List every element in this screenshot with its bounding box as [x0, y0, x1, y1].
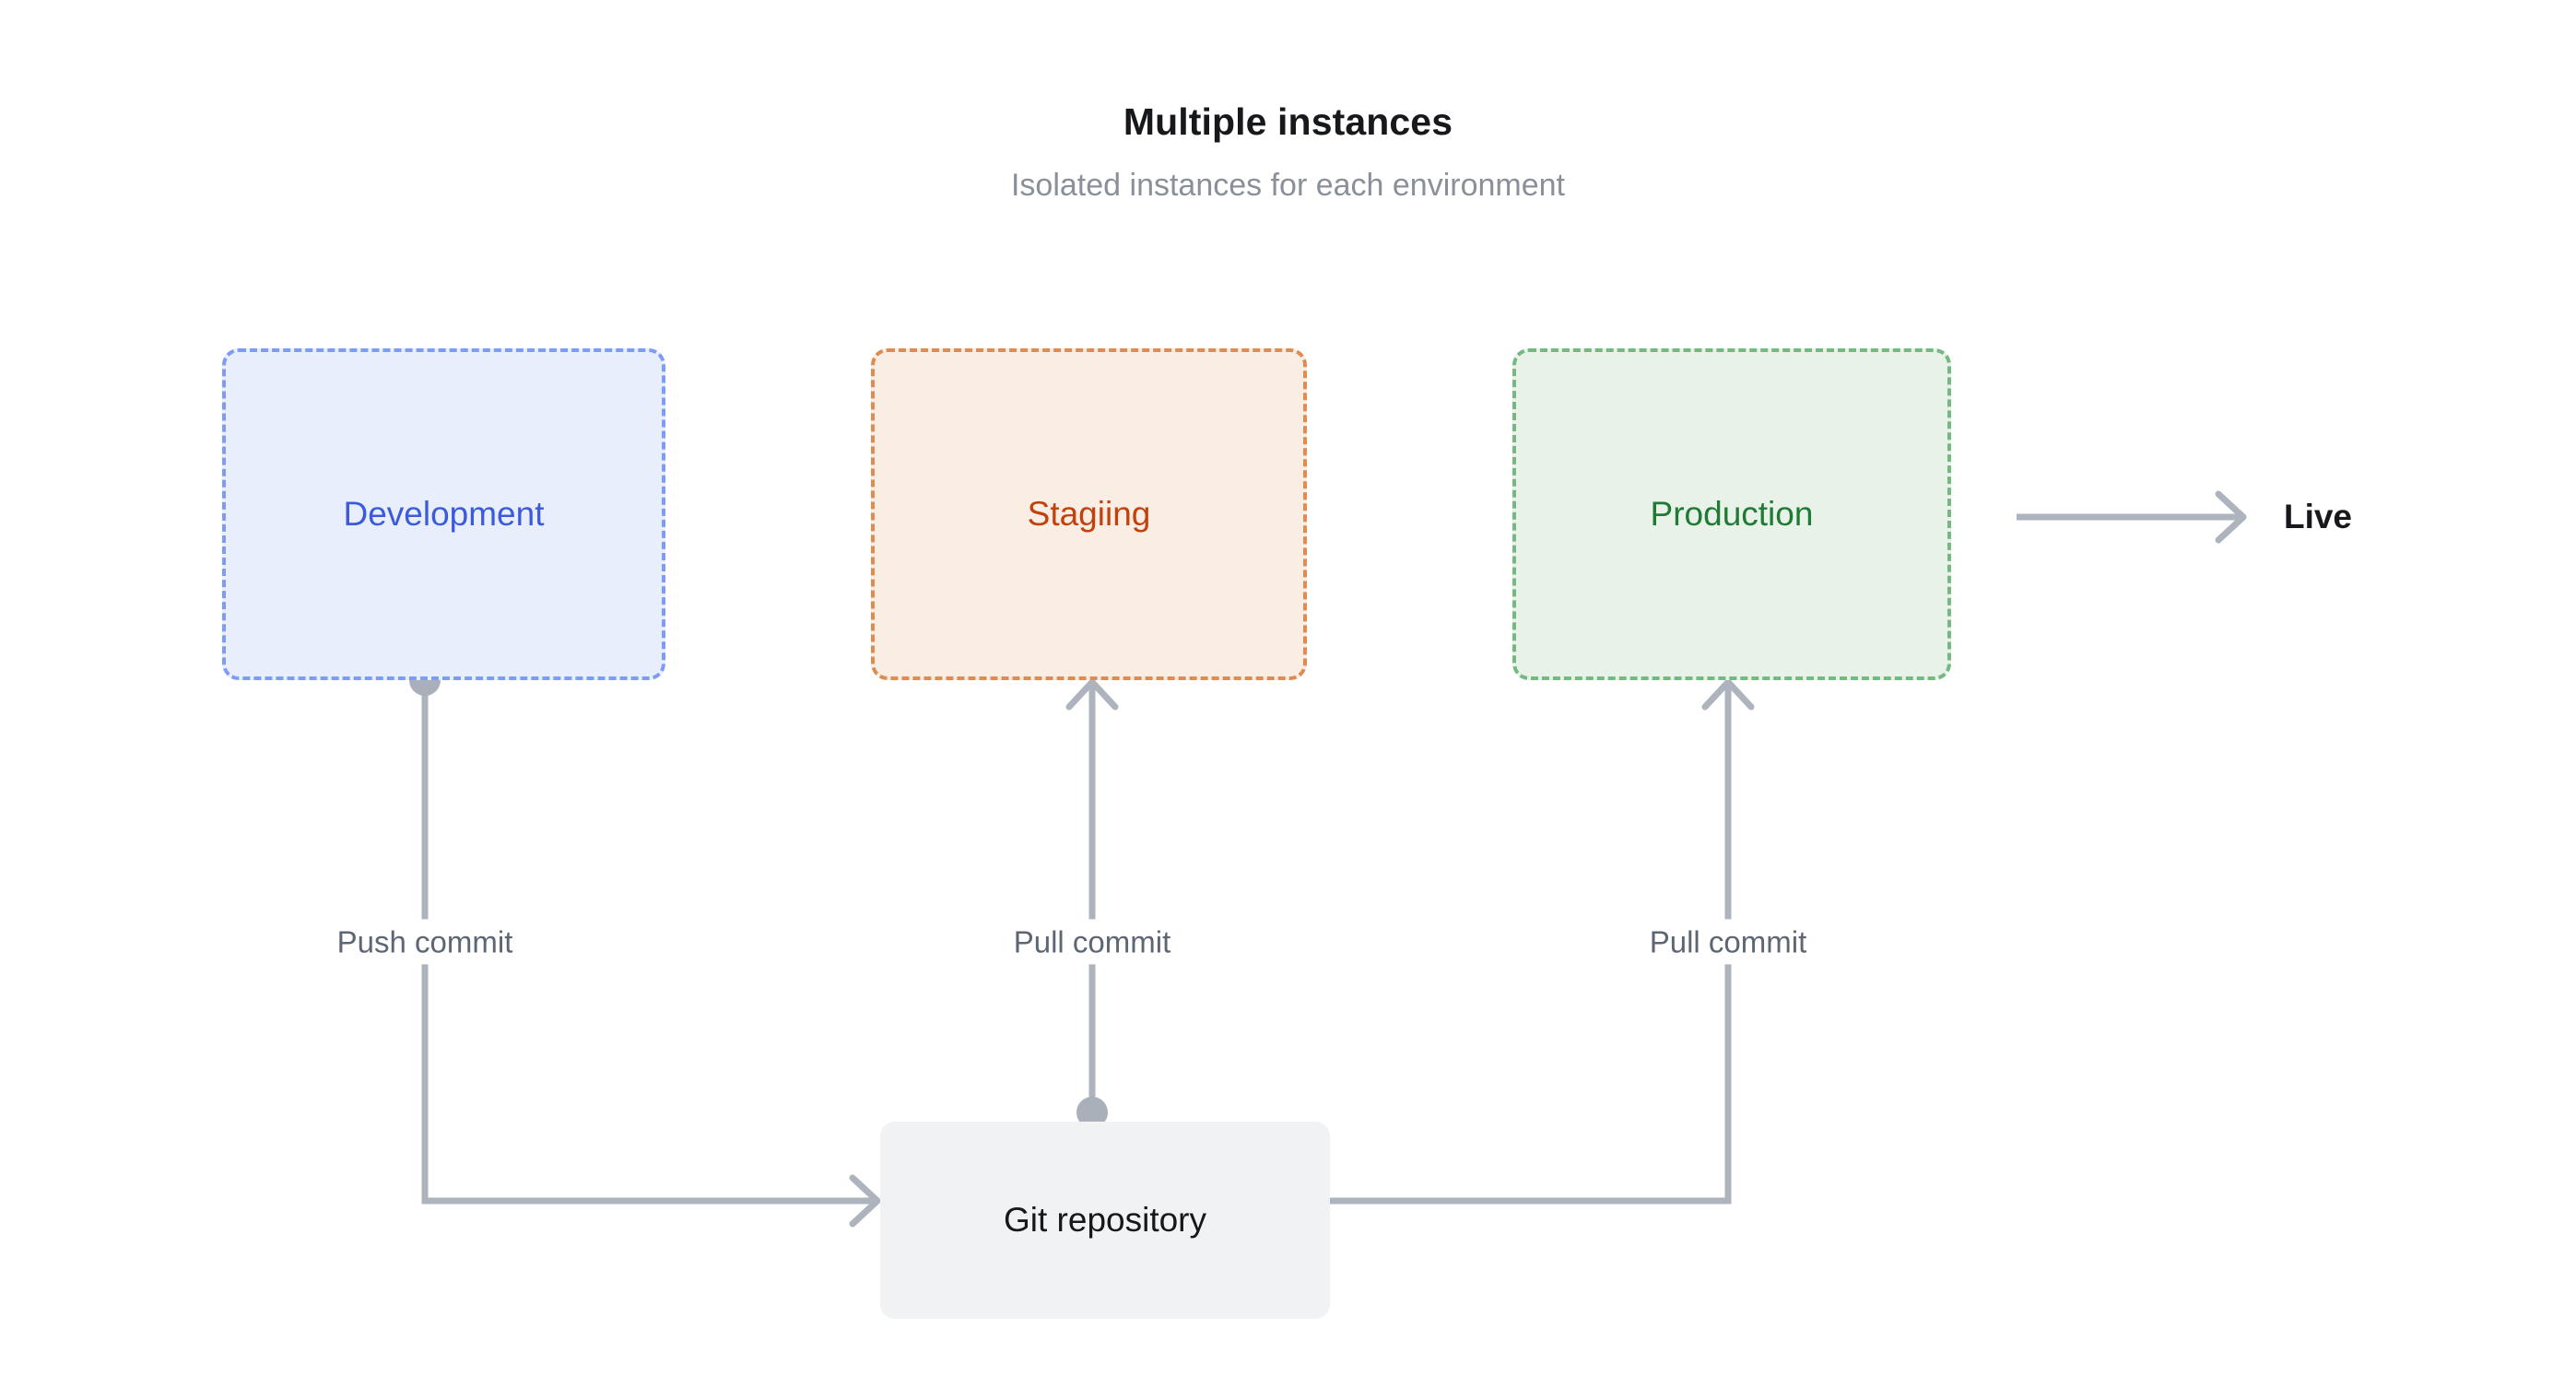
node-label-git-repository: Git repository	[1003, 1200, 1206, 1239]
edge-label-push-commit: Push commit	[323, 919, 526, 965]
edge-git-to-staging	[1065, 678, 1119, 1128]
edge-path	[1312, 684, 1732, 1205]
arrow-right-icon	[849, 1174, 881, 1228]
node-git-repository[interactable]: Git repository	[880, 1122, 1330, 1319]
edge-label-pull-commit-staging: Pull commit	[1000, 919, 1184, 965]
env-label-staging: Stagiing	[1027, 494, 1151, 533]
env-box-development[interactable]: Development	[222, 348, 665, 680]
env-label-development: Development	[343, 494, 545, 533]
edge-path	[421, 680, 876, 1205]
env-label-production: Production	[1650, 494, 1814, 533]
env-box-staging[interactable]: Stagiing	[871, 348, 1307, 680]
arrow-up-icon	[1701, 678, 1755, 711]
arrow-up-icon	[1065, 678, 1119, 711]
connector-dot-icon	[1076, 1097, 1108, 1128]
arrow-right-icon	[2215, 490, 2247, 544]
terminal-label-live: Live	[2283, 497, 2353, 535]
env-box-production[interactable]: Production	[1512, 348, 1951, 680]
edge-label-pull-commit-production: Pull commit	[1636, 919, 1820, 965]
edge-production-to-live	[2017, 490, 2247, 544]
